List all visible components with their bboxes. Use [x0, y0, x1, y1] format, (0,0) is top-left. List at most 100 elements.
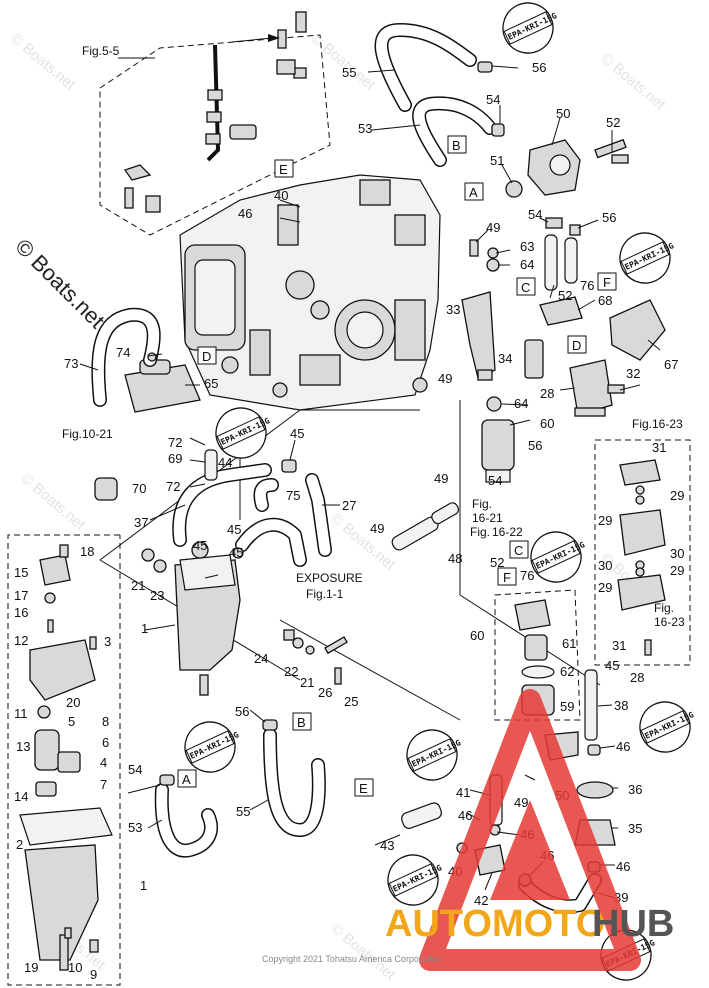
part-number: 31 [652, 440, 666, 455]
part-number: 11 [14, 706, 28, 721]
fuel-pump-28-upper [569, 359, 613, 417]
fig-16-22-ref-num: 16-22 [492, 525, 523, 539]
fig-16-22-ref: Fig. [470, 525, 490, 539]
part-number: 46 [458, 808, 472, 823]
part-number: 31 [612, 638, 626, 653]
part-number: 55 [342, 65, 356, 80]
part-number: 1 [140, 878, 147, 893]
part-number: 29 [670, 488, 684, 503]
part-number: 2 [16, 837, 23, 852]
svg-text:D: D [202, 349, 211, 364]
part-number: 1 [141, 621, 148, 636]
hose-56-top [412, 96, 497, 167]
box-letter-C-top: C [516, 277, 536, 296]
part-number: 62 [560, 664, 574, 679]
svg-text:F: F [503, 570, 511, 585]
part-number: 9 [90, 967, 97, 982]
part-number: 64 [520, 257, 534, 272]
part-number: 19 [24, 960, 38, 975]
hose-58-bottom [263, 728, 326, 837]
box-letter-B-bottom: B [292, 712, 312, 731]
box-letter-F-mid: F [497, 567, 517, 586]
part-number: 29 [598, 580, 612, 595]
part-number: 18 [80, 544, 94, 559]
fig-5-5-inset: Fig.5-5 [82, 11, 331, 236]
part-number: 29 [598, 513, 612, 528]
part-number: 46 [616, 859, 630, 874]
vapor-tank-1 [174, 541, 241, 696]
boats-net-watermark: © Boats.net [10, 234, 109, 333]
engine-block [179, 174, 441, 411]
box-letter-E-bottom: E [354, 778, 374, 797]
hose-55 [544, 234, 558, 291]
hose-37 [172, 463, 272, 547]
logo-text-automoto: AUTOMOTO [385, 903, 605, 945]
part-number: 27 [342, 498, 356, 513]
hose-58-top [374, 23, 477, 112]
part-number: 28 [540, 386, 554, 401]
part-number: 54 [128, 762, 142, 777]
fig-5-5-ref: Fig.5-5 [82, 44, 120, 58]
svg-text:E: E [279, 162, 288, 177]
part-number: 76 [580, 278, 594, 293]
part-number: 22 [284, 664, 298, 679]
part-number: 21 [131, 578, 145, 593]
part-number: 33 [446, 302, 460, 317]
part-number: 23 [150, 588, 164, 603]
part-number: 52 [606, 115, 620, 130]
tank-67 [91, 307, 201, 413]
part-number: 26 [318, 685, 332, 700]
part-number: 43 [380, 838, 394, 853]
svg-text:A: A [182, 772, 191, 787]
part-number: 30 [670, 546, 684, 561]
part-number: 20 [66, 695, 80, 710]
part-number: 72 [168, 435, 182, 450]
fig-16-23-ref-top: Fig.16-23 [632, 417, 683, 431]
part-number: 28 [630, 670, 644, 685]
part-number: 45 [605, 658, 619, 673]
fuel-pump-inset-28 [594, 439, 691, 666]
part-number: 76 [520, 568, 534, 583]
part-number: 17 [14, 588, 28, 603]
part-number: 74 [116, 345, 130, 360]
part-number: 49 [514, 795, 528, 810]
fuel-pump-inset-1 [7, 534, 121, 986]
svg-text:B: B [297, 715, 306, 730]
fig-16-21-ref: Fig. [472, 497, 492, 511]
watermark-text: © Boats.net [597, 50, 669, 114]
part-number: 53 [128, 820, 142, 835]
watermark-text: © Boats.net [327, 510, 399, 574]
hose-27 [235, 473, 332, 567]
clamp-36 [576, 781, 614, 799]
part-number: 4 [100, 755, 107, 770]
part-number: 51 [490, 153, 504, 168]
part-number: 45 [290, 426, 304, 441]
epa-seal: EPA-KRI-15G [639, 701, 695, 753]
part-number: 5 [68, 714, 75, 729]
part-number: 35 [628, 821, 642, 836]
watermark-text: © Boats.net [7, 30, 79, 94]
part-number: 13 [16, 739, 30, 754]
watermark-text: © Boats.net [17, 470, 89, 534]
svg-text:C: C [521, 280, 530, 295]
box-letter-D-left: D [197, 346, 217, 365]
leader-lines [79, 65, 661, 899]
fig-16-23-ref-bottom-num: 16-23 [654, 615, 685, 629]
cover-68 [609, 299, 666, 361]
bolt-32 [607, 384, 625, 394]
part-number: 32 [626, 366, 640, 381]
hose-75 [253, 478, 279, 512]
box-letter-F-top: F [597, 272, 617, 291]
part-number: 40 [274, 188, 288, 203]
part-number: 48 [448, 551, 462, 566]
part-number: 45 [229, 545, 243, 560]
epa-seal: EPA-KRI-15G [530, 531, 586, 583]
part-number: 24 [254, 651, 268, 666]
svg-text:E: E [359, 781, 368, 796]
part-number: 37 [134, 515, 148, 530]
part-number: 63 [520, 239, 534, 254]
svg-text:D: D [572, 338, 581, 353]
part-number: 56 [235, 704, 249, 719]
